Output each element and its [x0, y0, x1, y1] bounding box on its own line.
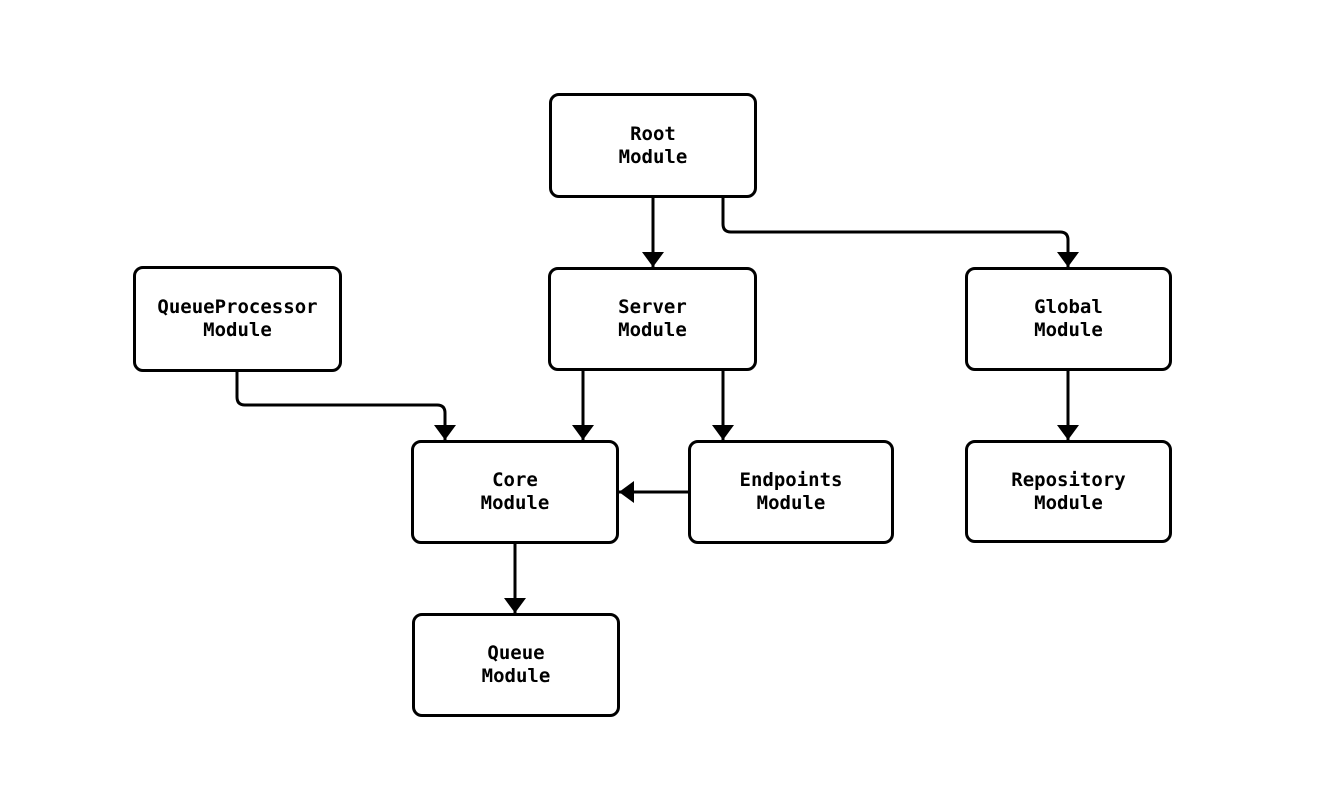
node-label-line: Global [1034, 296, 1103, 318]
node-label-line: Endpoints [739, 469, 843, 491]
node-label-line: Module [1034, 319, 1103, 341]
node-label-line: Server [618, 296, 687, 318]
node-label-line: Module [618, 319, 687, 341]
node-label-line: QueueProcessor [157, 296, 318, 318]
node-label-line: Queue [487, 642, 545, 664]
node-label-line: Module [480, 492, 550, 514]
node-label-line: Core [492, 469, 538, 491]
node-label-line: Module [618, 145, 688, 168]
node-label-line: Module [1034, 491, 1103, 514]
node-label-line: Module [481, 665, 551, 687]
node-label-line: Module [756, 492, 826, 514]
node-label-line: Root [630, 122, 676, 145]
node-label-line: Repository [1011, 468, 1126, 491]
node-label-line: Module [203, 319, 272, 341]
